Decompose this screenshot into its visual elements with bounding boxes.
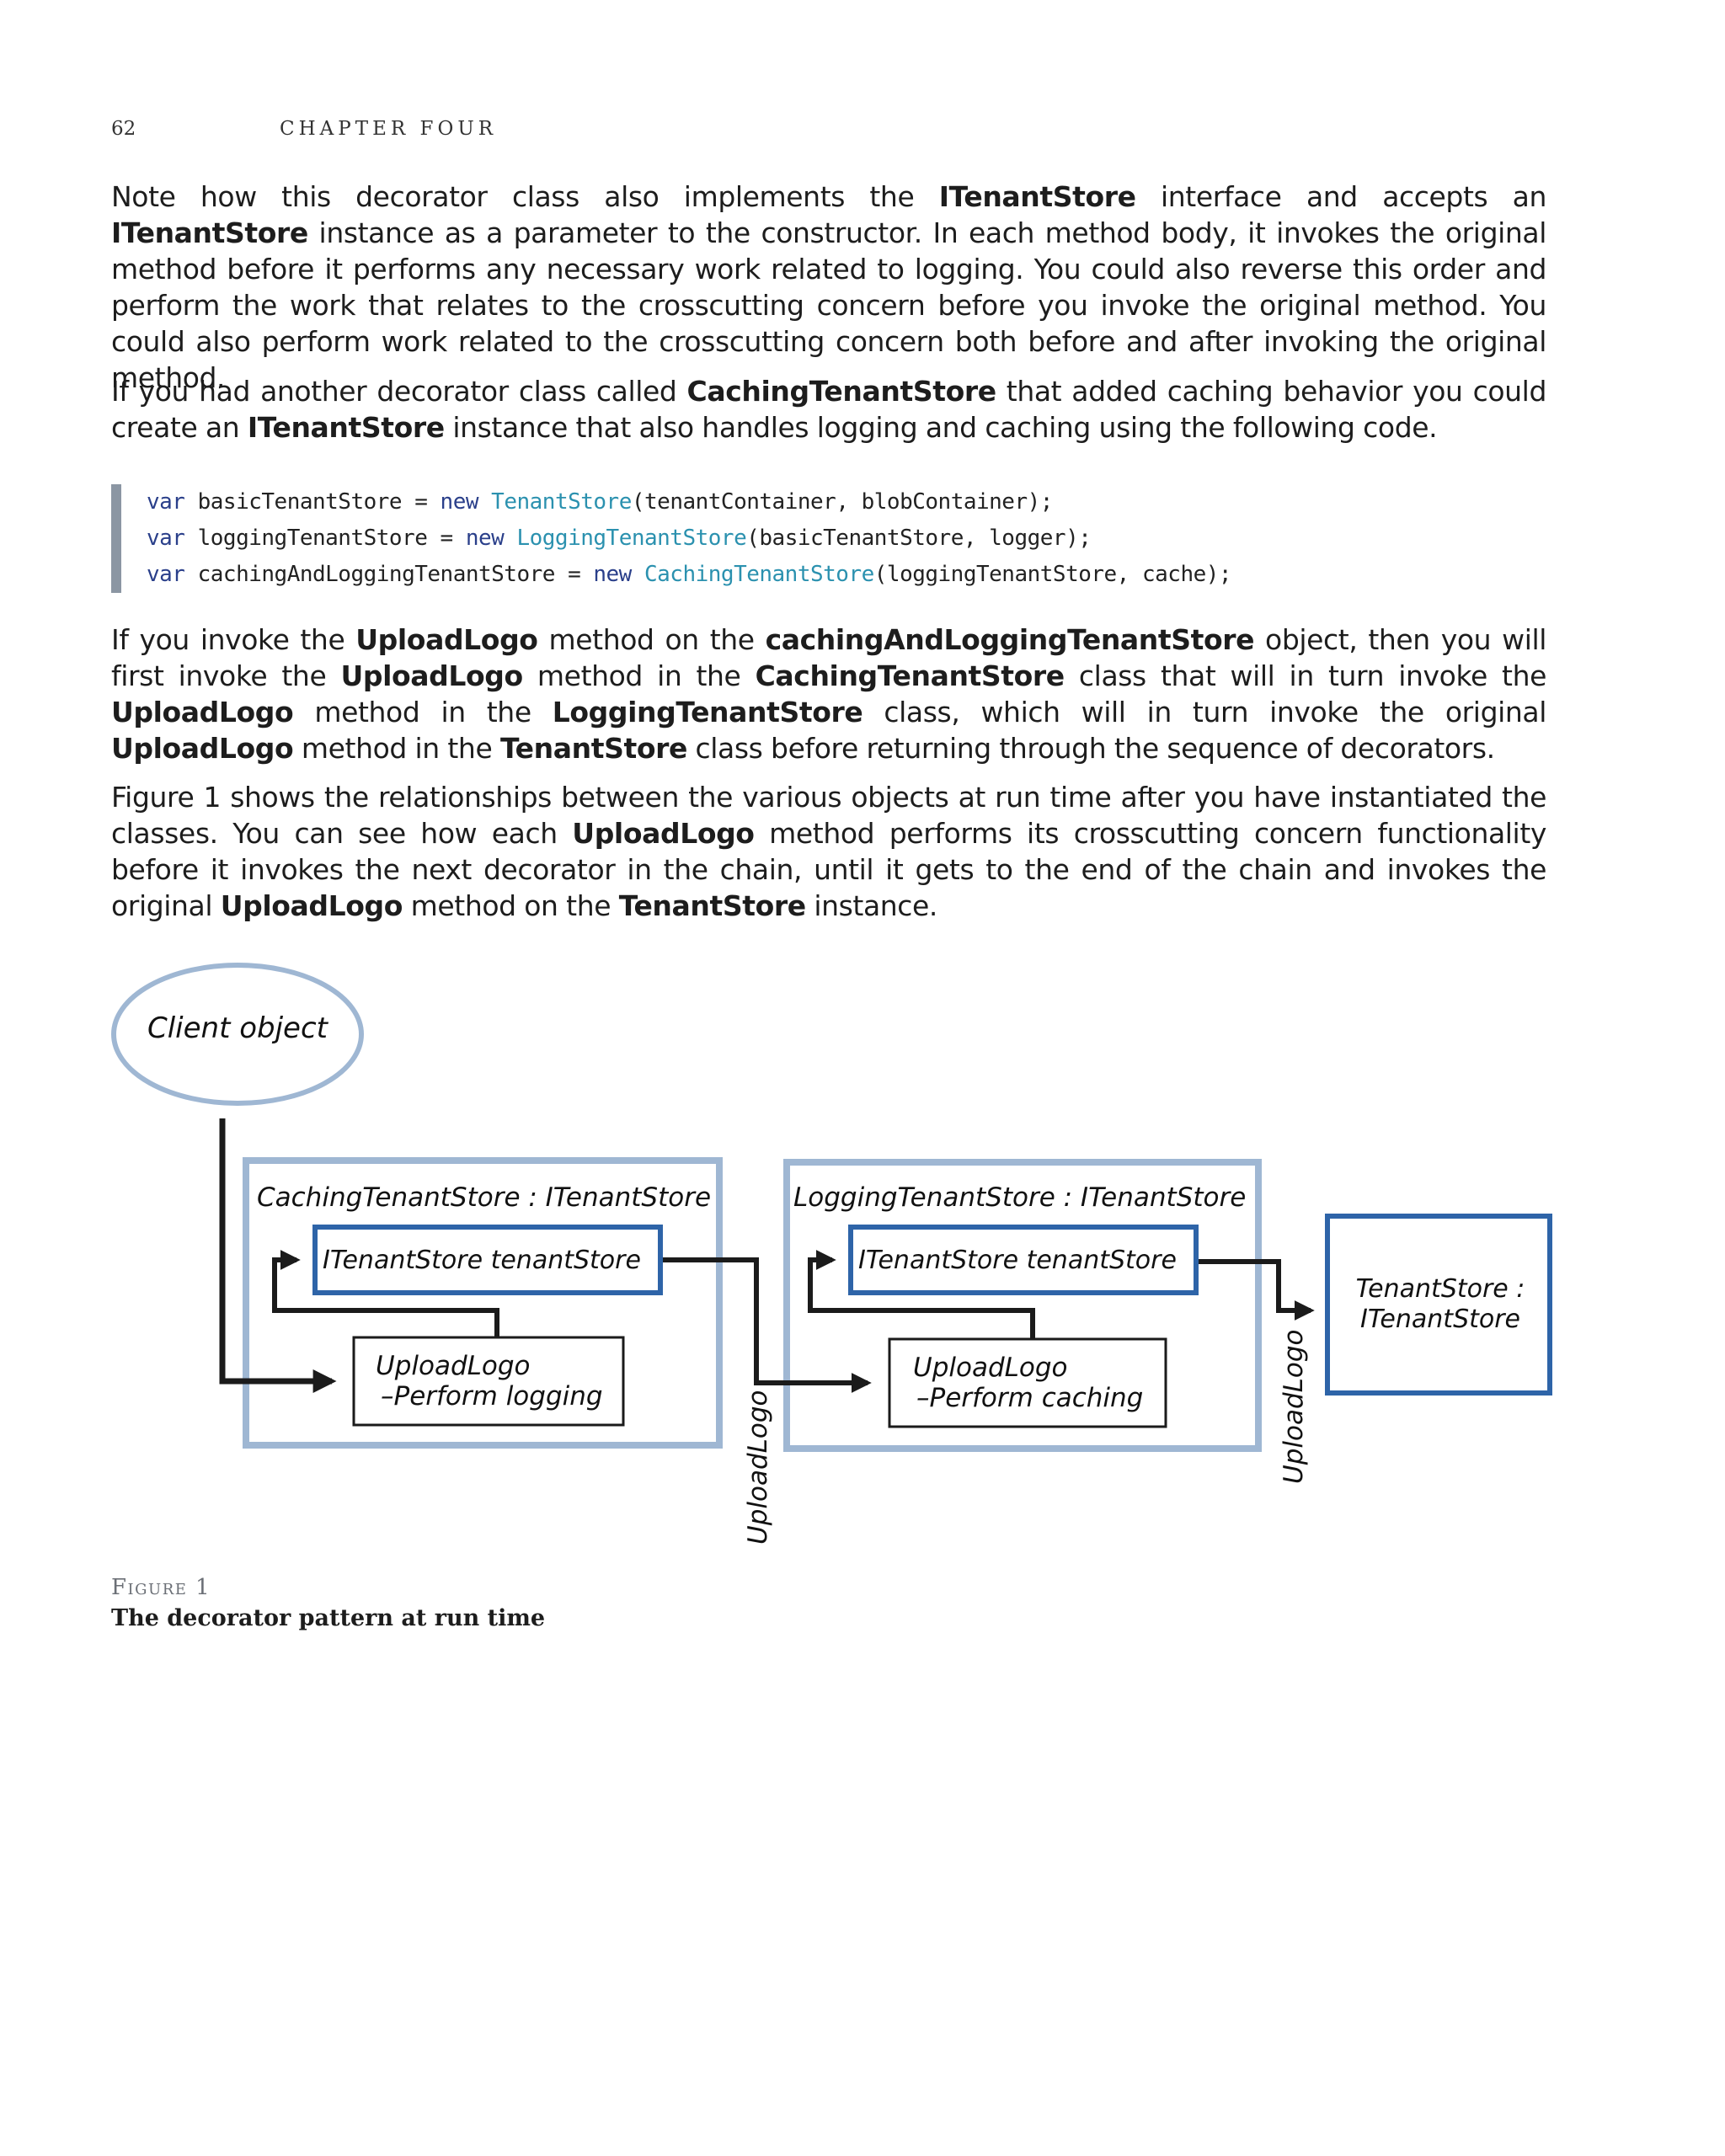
bold-term: UploadLogo	[111, 696, 294, 728]
code-keyword: new	[593, 562, 632, 587]
text-run: method in the	[522, 659, 756, 692]
text-run: If you invoke the	[111, 623, 356, 656]
bold-term: ITenantStore	[111, 216, 308, 249]
code-type: LoggingTenantStore	[516, 526, 747, 551]
chapter-title: CHAPTER FOUR	[280, 118, 498, 140]
bold-term: cachingAndLoggingTenantStore	[765, 623, 1255, 656]
paragraph-caching-store: If you had another decorator class calle…	[111, 373, 1546, 446]
figure-caption-text: The decorator pattern at run time	[111, 1605, 546, 1631]
bold-term: UploadLogo	[111, 732, 294, 765]
caching-field-label: ITenantStore tenantStore	[323, 1246, 641, 1275]
figure-caption: Figure 1 The decorator pattern at run ti…	[111, 1575, 545, 1631]
paragraph-figure-description: Figure 1 shows the relationships between…	[111, 779, 1546, 924]
text-run: If you had another decorator class calle…	[111, 375, 687, 408]
uploadlogo-call-label-1: UploadLogo	[743, 1390, 773, 1545]
tenant-store-label-line-2: ITenantStore	[1360, 1305, 1520, 1334]
tenant-store-box	[1325, 1214, 1552, 1396]
figure-label: Figure 1	[111, 1575, 211, 1600]
code-keyword: var	[147, 489, 185, 515]
text-run: method on the	[537, 623, 766, 656]
page-number: 62	[111, 118, 136, 140]
code-line: var cachingAndLoggingTenantStore = new C…	[147, 557, 1494, 593]
client-object-label: Client object	[147, 1011, 329, 1045]
code-text: (tenantContainer, blobContainer);	[631, 489, 1054, 515]
caching-field-box	[312, 1225, 663, 1295]
text-run: class, which will in turn invoke the ori…	[862, 696, 1546, 728]
code-block: var basicTenantStore = new TenantStore(t…	[111, 484, 1494, 593]
code-text: (loggingTenantStore, cache);	[873, 562, 1232, 587]
logging-field-to-tenant-arrow	[1199, 1259, 1315, 1321]
logging-field-label: ITenantStore tenantStore	[858, 1246, 1177, 1275]
logging-method-name: UploadLogo	[913, 1353, 1068, 1383]
logging-title: LoggingTenantStore : ITenantStore	[793, 1182, 1246, 1213]
text-run: instance.	[805, 889, 938, 922]
text-run: interface and accepts an	[1135, 180, 1546, 213]
client-to-caching-arrow	[219, 1118, 337, 1393]
code-keyword: var	[147, 562, 185, 587]
logging-tenant-store-box	[783, 1159, 1262, 1452]
logging-method-to-field-arrow	[808, 1250, 1035, 1339]
text-run: in­stance as a parameter to the construc…	[111, 216, 1546, 394]
bold-term: CachingTenantStore	[755, 659, 1065, 692]
paragraph-decorator-interface: Note how this decorator class also imple…	[111, 179, 1546, 396]
code-type: TenantStore	[491, 489, 632, 515]
logging-field-box	[848, 1225, 1199, 1295]
logging-method-action: –Perform caching	[916, 1383, 1143, 1413]
bold-term: TenantStore	[618, 889, 806, 922]
code-text	[504, 526, 516, 551]
text-run: method in the	[293, 696, 553, 728]
text-run: instance that also handles logging and c…	[444, 411, 1438, 444]
caching-field-to-logging-arrow	[663, 1257, 872, 1393]
decorator-diagram: Client object CachingTenantStore : ITena…	[111, 963, 1552, 1545]
code-line: var basicTenantStore = new TenantStore(t…	[147, 484, 1494, 520]
caching-method-action: –Perform logging	[381, 1381, 603, 1412]
text-run: Note how this decorator class also imple…	[111, 180, 939, 213]
text-run: class that will in turn invoke the	[1064, 659, 1546, 692]
caching-method-name: UploadLogo	[376, 1351, 531, 1381]
code-text: (basicTenantStore, logger);	[746, 526, 1092, 551]
bold-term: UploadLogo	[572, 817, 755, 850]
text-run: Figure 1 shows the relationships between…	[111, 781, 1546, 850]
code-keyword: new	[440, 489, 479, 515]
caching-method-to-field-arrow	[272, 1250, 499, 1337]
bold-term: CachingTenantStore	[686, 375, 997, 408]
text-run: method on the	[403, 889, 619, 922]
text-run: object, then you will first in­voke the	[111, 623, 1546, 692]
code-text: loggingTenantStore =	[184, 526, 466, 551]
code-text: basicTenantStore =	[184, 489, 441, 515]
bold-term: ITenantStore	[247, 411, 445, 444]
code-line: var loggingTenantStore = new LoggingTena…	[147, 520, 1494, 557]
text-run: method performs its crosscutting concern…	[111, 817, 1546, 922]
bold-term: ITenantStore	[938, 180, 1136, 213]
tenant-store-label-line-1: TenantStore :	[1356, 1274, 1525, 1304]
text-run: method in the	[293, 732, 500, 765]
bold-term: TenantStore	[499, 732, 687, 765]
caching-tenant-store-box	[243, 1157, 723, 1449]
bold-term: UploadLogo	[340, 659, 523, 692]
code-type: CachingTenantStore	[644, 562, 874, 587]
bold-term: LoggingTenantStore	[552, 696, 863, 728]
text-run: class before returning through the seque…	[686, 732, 1496, 765]
code-keyword: var	[147, 526, 185, 551]
caching-title: CachingTenantStore : ITenantStore	[257, 1182, 711, 1213]
code-text: cachingAndLoggingTenantStore =	[184, 562, 594, 587]
code-text	[478, 489, 491, 515]
code-keyword: new	[465, 526, 505, 551]
bold-term: Upload­Logo	[220, 889, 403, 922]
client-object-ellipse	[111, 963, 364, 1106]
code-text	[632, 562, 644, 587]
logging-method-box	[888, 1337, 1167, 1428]
paragraph-uploadlogo-sequence: If you invoke the UploadLogo method on t…	[111, 622, 1546, 766]
caching-method-box	[352, 1336, 625, 1427]
uploadlogo-call-label-2: UploadLogo	[1279, 1329, 1309, 1484]
bold-term: UploadLogo	[355, 623, 538, 656]
text-run: that added caching behavior you could cr…	[111, 375, 1546, 444]
